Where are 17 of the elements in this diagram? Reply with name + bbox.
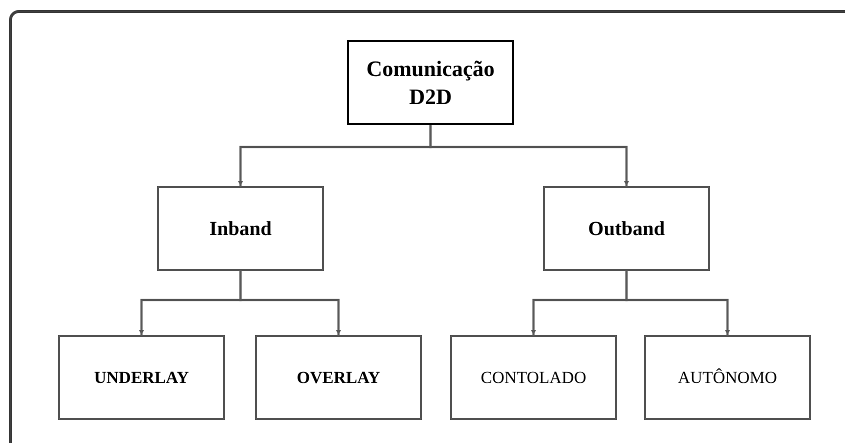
node-label: CONTOLADO (480, 366, 586, 389)
process-box (450, 335, 617, 420)
process-box (58, 335, 225, 420)
node-label: UNDERLAY (94, 366, 189, 389)
arrow (429, 125, 629, 186)
process-box (255, 335, 422, 420)
node-label: Inband (209, 216, 272, 242)
node-label: OVERLAY (296, 366, 380, 389)
node-label: AUTÔNOMO (678, 366, 778, 389)
arrow (239, 271, 341, 335)
arrow (625, 271, 730, 335)
node-label: Outband (588, 216, 665, 242)
process-box (347, 40, 514, 125)
process-box (644, 335, 811, 420)
node-label: Comunicação D2D (365, 54, 496, 110)
process-box (157, 186, 324, 271)
process-box (543, 186, 710, 271)
